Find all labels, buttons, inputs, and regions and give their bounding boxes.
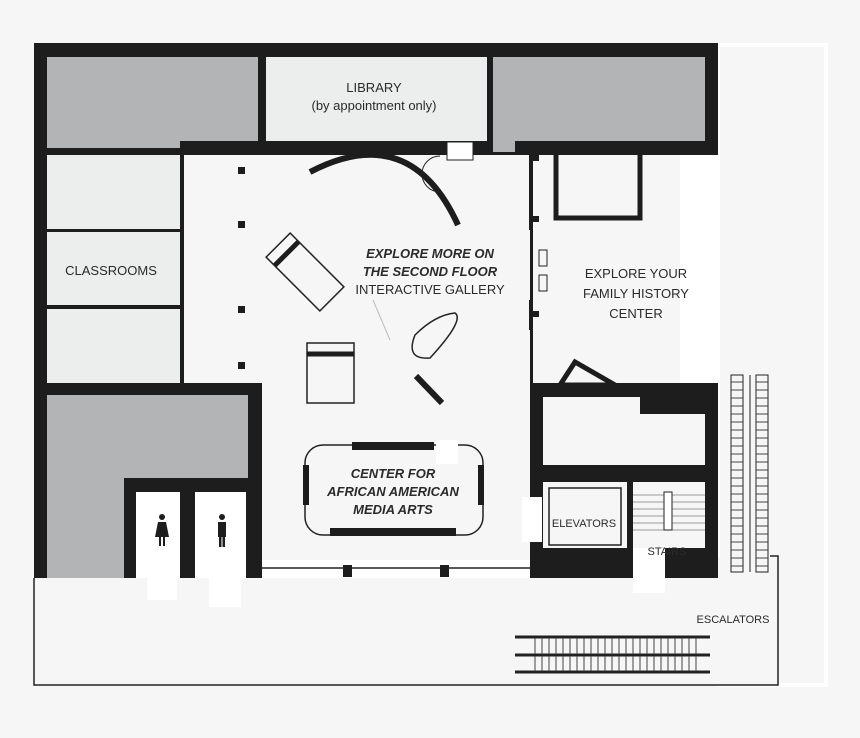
columns bbox=[238, 155, 539, 369]
library-note: (by appointment only) bbox=[311, 98, 436, 113]
restroom-women-icon bbox=[155, 514, 169, 546]
media-arts-label-1: CENTER FOR bbox=[351, 466, 436, 481]
gallery-label-2: THE SECOND FLOOR bbox=[363, 264, 498, 279]
small-offices bbox=[553, 155, 643, 221]
library-room bbox=[266, 57, 487, 141]
exhibit-case-1 bbox=[265, 232, 345, 312]
storage-room-bottom-left bbox=[47, 395, 248, 578]
curved-wall bbox=[308, 151, 461, 227]
storage-room-top-right bbox=[493, 57, 705, 152]
library-label: LIBRARY bbox=[346, 80, 402, 95]
family-history-label-2: FAMILY HISTORY bbox=[583, 286, 689, 301]
exhibit-case-2 bbox=[306, 342, 355, 404]
gallery-label-1: EXPLORE MORE ON bbox=[366, 246, 494, 261]
stairs-door bbox=[633, 548, 665, 593]
stair-rail bbox=[663, 491, 673, 531]
media-arts-label-3: MEDIA ARTS bbox=[353, 502, 433, 517]
desk bbox=[555, 358, 625, 388]
entrance[interactable] bbox=[262, 560, 530, 578]
restroom-men-icon bbox=[218, 514, 226, 547]
elevator-door bbox=[522, 497, 542, 542]
elevator-room bbox=[543, 482, 627, 548]
stairs-label: STAIRS bbox=[648, 546, 687, 558]
elevators-label: ELEVATORS bbox=[552, 518, 616, 530]
family-history-label-1: EXPLORE YOUR bbox=[585, 266, 687, 281]
escalators-label: ESCALATORS bbox=[697, 614, 770, 626]
corridor-right bbox=[680, 155, 718, 383]
boat-exhibit bbox=[411, 312, 458, 359]
classroom-1 bbox=[47, 155, 180, 229]
escalator-horizontal[interactable] bbox=[515, 635, 710, 674]
library-door bbox=[446, 141, 474, 161]
classrooms-label: CLASSROOMS bbox=[65, 263, 157, 278]
escalator-vertical[interactable] bbox=[730, 374, 769, 573]
family-history-center bbox=[533, 155, 705, 383]
media-arts-label-2: AFRICAN AMERICAN bbox=[326, 484, 459, 499]
storage-room-top-left bbox=[47, 57, 258, 148]
family-history-label-3: CENTER bbox=[609, 306, 662, 321]
gallery-label-3: INTERACTIVE GALLERY bbox=[355, 282, 505, 297]
service-room bbox=[543, 397, 705, 465]
classroom-3 bbox=[47, 309, 180, 383]
classroom-2 bbox=[47, 232, 180, 305]
elevator-shaft bbox=[548, 487, 622, 546]
